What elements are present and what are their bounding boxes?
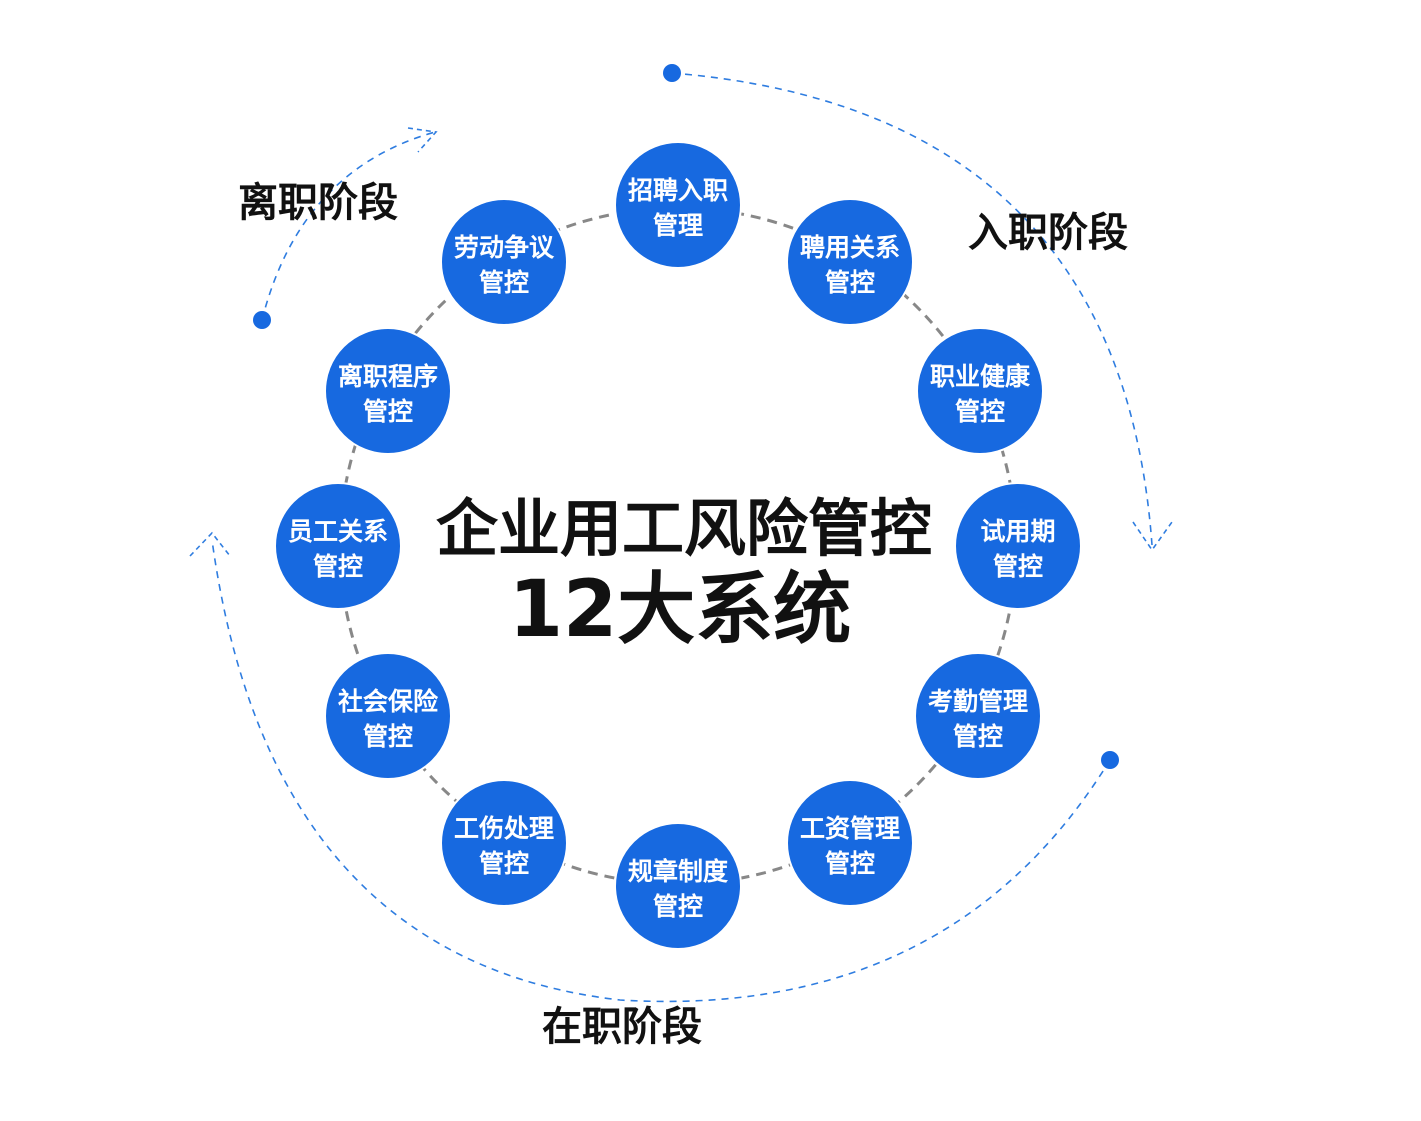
system-node-title: 招聘入职 (628, 176, 728, 205)
system-node-circle (324, 652, 452, 780)
system-node-subtitle: 管控 (363, 397, 413, 426)
onboarding-start-dot (663, 64, 681, 82)
center-title: 企业用工风险管控 (436, 492, 932, 565)
system-node-circle (274, 482, 402, 610)
departure-start-dot (253, 311, 271, 329)
system-nodes: 招聘入职管理聘用关系管控职业健康管控试用期管控考勤管理管控工资管理管控规章制度管… (274, 141, 1082, 950)
system-node-subtitle: 管控 (479, 849, 529, 878)
system-node-circle (324, 327, 452, 455)
system-node-title: 聘用关系 (800, 233, 900, 262)
system-node-circle (440, 779, 568, 907)
system-node-title: 规章制度 (628, 857, 728, 886)
system-node-circle (786, 198, 914, 326)
system-node-title: 员工关系 (288, 517, 388, 546)
system-node-title: 工资管理 (800, 814, 900, 843)
in-service-arc (211, 539, 1111, 1003)
departure-arc (261, 131, 436, 321)
onboarding-arc (671, 72, 1153, 546)
system-node-subtitle: 管控 (953, 722, 1003, 751)
stage-label-in-service: 在职阶段 (542, 1004, 702, 1050)
stage-label-departure: 离职阶段 (238, 180, 398, 226)
system-node-subtitle: 管理 (653, 211, 703, 240)
system-node-circle (614, 822, 742, 950)
center-subtitle: 12大系统 (509, 565, 852, 655)
system-node-subtitle: 管控 (363, 722, 413, 751)
system-node-subtitle: 管控 (993, 552, 1043, 581)
system-node-subtitle: 管控 (479, 268, 529, 297)
system-node-title: 考勤管理 (928, 687, 1028, 716)
system-node-title: 试用期 (980, 517, 1055, 546)
system-node-subtitle: 管控 (825, 849, 875, 878)
lifecycle-arcs (189, 64, 1173, 1003)
in-service-arrow-icon (189, 531, 231, 557)
system-node-subtitle: 管控 (653, 892, 703, 921)
system-node-title: 社会保险 (338, 687, 439, 716)
stage-label-onboarding: 入职阶段 (968, 210, 1128, 256)
system-node-circle (440, 198, 568, 326)
system-node-subtitle: 管控 (955, 397, 1005, 426)
departure-arrow-icon (407, 127, 438, 153)
system-node-title: 劳动争议 (454, 233, 555, 262)
system-node-circle (786, 779, 914, 907)
system-node-subtitle: 管控 (313, 552, 363, 581)
system-node-title: 职业健康 (930, 362, 1031, 391)
system-node-circle (916, 327, 1044, 455)
system-node-subtitle: 管控 (825, 268, 875, 297)
in-service-start-dot (1101, 751, 1119, 769)
onboarding-arrow-icon (1132, 521, 1173, 552)
system-node-circle (954, 482, 1082, 610)
system-node-title: 工伤处理 (454, 814, 554, 843)
system-node-circle (614, 141, 742, 269)
system-node-circle (914, 652, 1042, 780)
system-node-title: 离职程序 (338, 362, 438, 391)
